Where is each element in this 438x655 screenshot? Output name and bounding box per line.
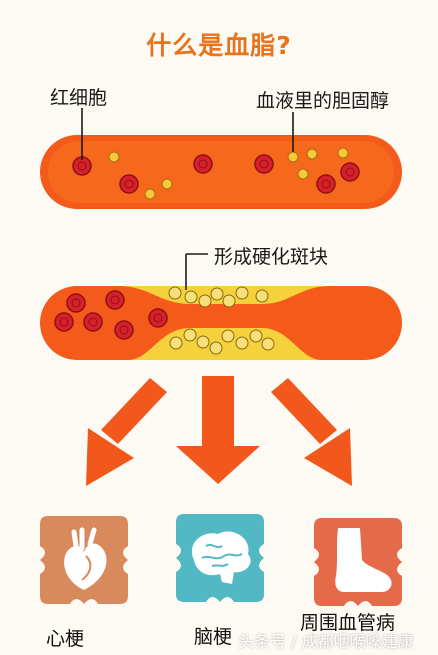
brain-tile	[172, 510, 268, 610]
rbc-label: 红细胞	[50, 87, 108, 109]
arrow-left	[86, 378, 167, 486]
red-blood-cells-2	[54, 290, 168, 340]
trapped-cholesterol	[168, 286, 275, 355]
arrows	[86, 376, 352, 486]
heart-icon	[40, 516, 128, 604]
cholesterol-label: 血液里的胆固醇	[256, 90, 390, 112]
arrow-right	[271, 378, 352, 486]
heart-tile	[36, 512, 132, 612]
outcome-label-0: 心梗	[46, 628, 85, 650]
lower-plaque	[128, 328, 322, 360]
cholesterol-particles	[108, 147, 349, 200]
outcome-label-1: 脑梗	[194, 626, 233, 648]
foot-icon	[314, 518, 402, 606]
plaque-label: 形成硬化斑块	[214, 246, 329, 268]
watermark: 头条号 / 成都咽喉嗓建康	[238, 632, 414, 651]
outcome-label-2: 周围血管病	[300, 612, 396, 634]
plaque-vessel	[40, 253, 402, 360]
red-blood-cells	[72, 154, 360, 194]
arrow-center	[176, 376, 260, 484]
foot-tile	[310, 514, 406, 614]
healthy-vessel	[40, 108, 402, 209]
brain-icon	[176, 514, 264, 602]
page-title: 什么是血脂?	[146, 31, 292, 60]
